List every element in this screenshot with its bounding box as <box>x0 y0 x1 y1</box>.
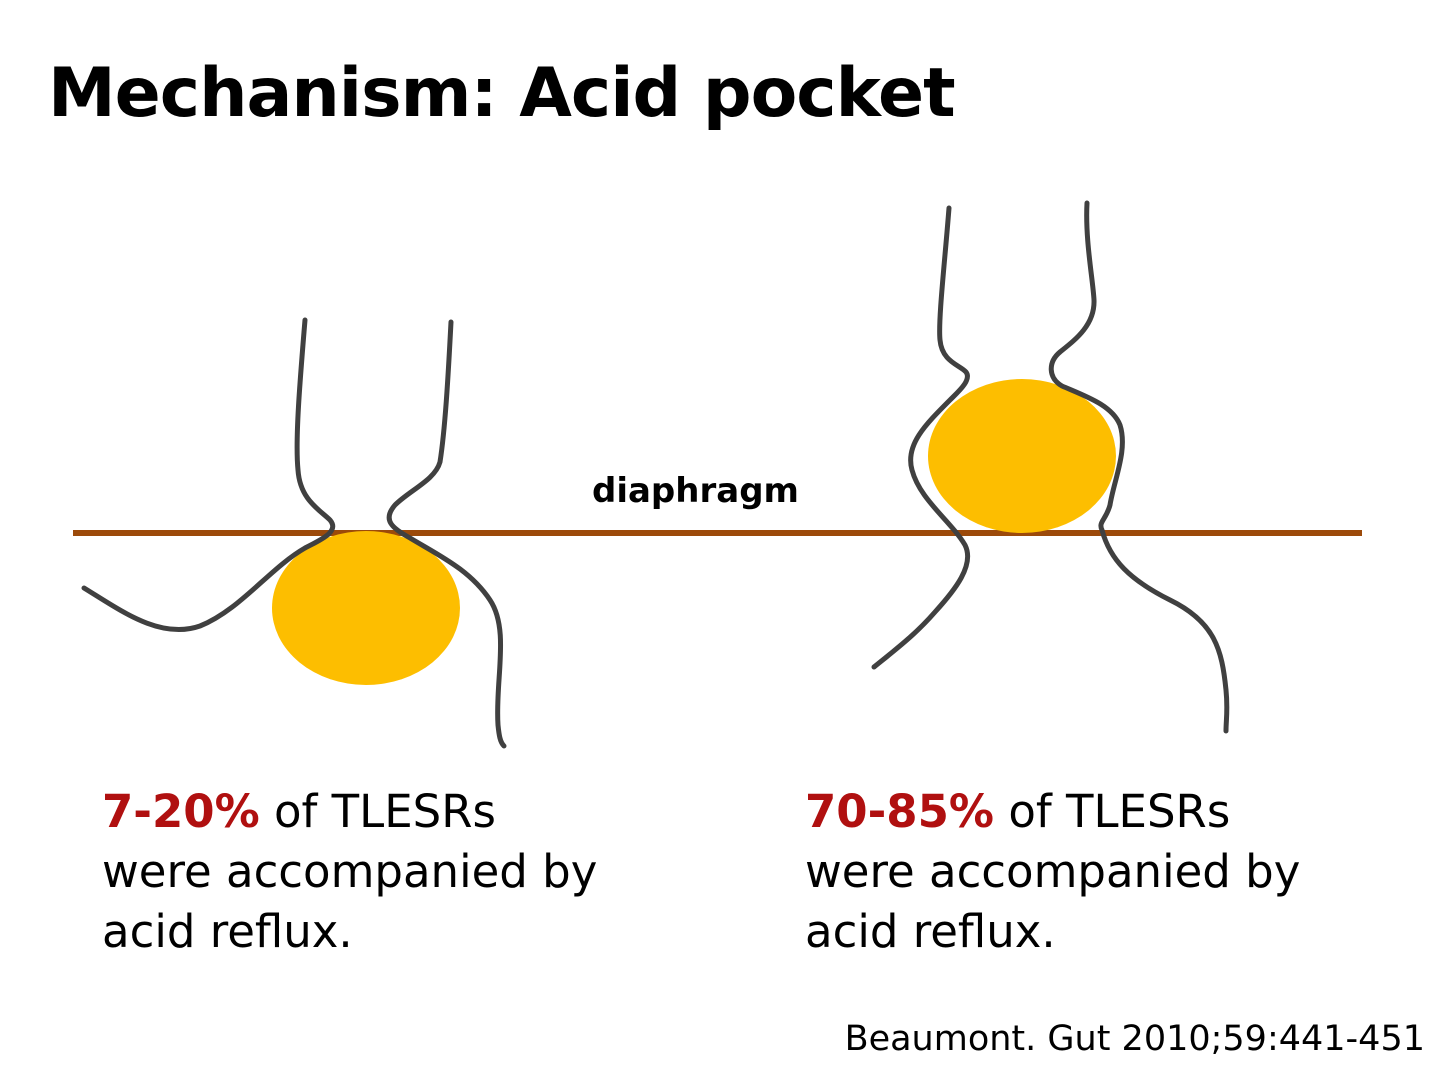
acid-pocket-right <box>928 379 1116 533</box>
caption-right-percentage: 70-85% <box>805 785 995 838</box>
caption-right-line-3: acid reflux. <box>805 905 1056 958</box>
esophagus-wall-left-inner-a <box>81 317 335 633</box>
caption-left: 7-20% of TLESRs were accompanied by acid… <box>102 782 597 962</box>
caption-left-line-3: acid reflux. <box>102 905 353 958</box>
caption-left-line-1: 7-20% of TLESRs <box>102 782 597 842</box>
slide-title: Mechanism: Acid pocket <box>48 54 956 133</box>
caption-right-line-2: were accompanied by <box>805 845 1301 898</box>
caption-left-line-1-rest: of TLESRs <box>259 785 496 838</box>
esophagus-wall-right-a <box>871 205 971 670</box>
esophagus-wall-left-inner-b <box>386 319 507 749</box>
caption-right-line-1: 70-85% of TLESRs <box>805 782 1300 842</box>
caption-left-line-2: were accompanied by <box>102 845 598 898</box>
caption-right-line-1-rest: of TLESRs <box>994 785 1231 838</box>
acid-pocket-left <box>272 531 460 685</box>
diaphragm-label: diaphragm <box>592 471 799 511</box>
citation: Beaumont. Gut 2010;59:441-451 <box>844 1019 1425 1059</box>
esophagus-wall-right-b <box>1048 200 1230 734</box>
caption-right: 70-85% of TLESRs were accompanied by aci… <box>805 782 1300 962</box>
caption-left-percentage: 7-20% <box>102 785 260 838</box>
